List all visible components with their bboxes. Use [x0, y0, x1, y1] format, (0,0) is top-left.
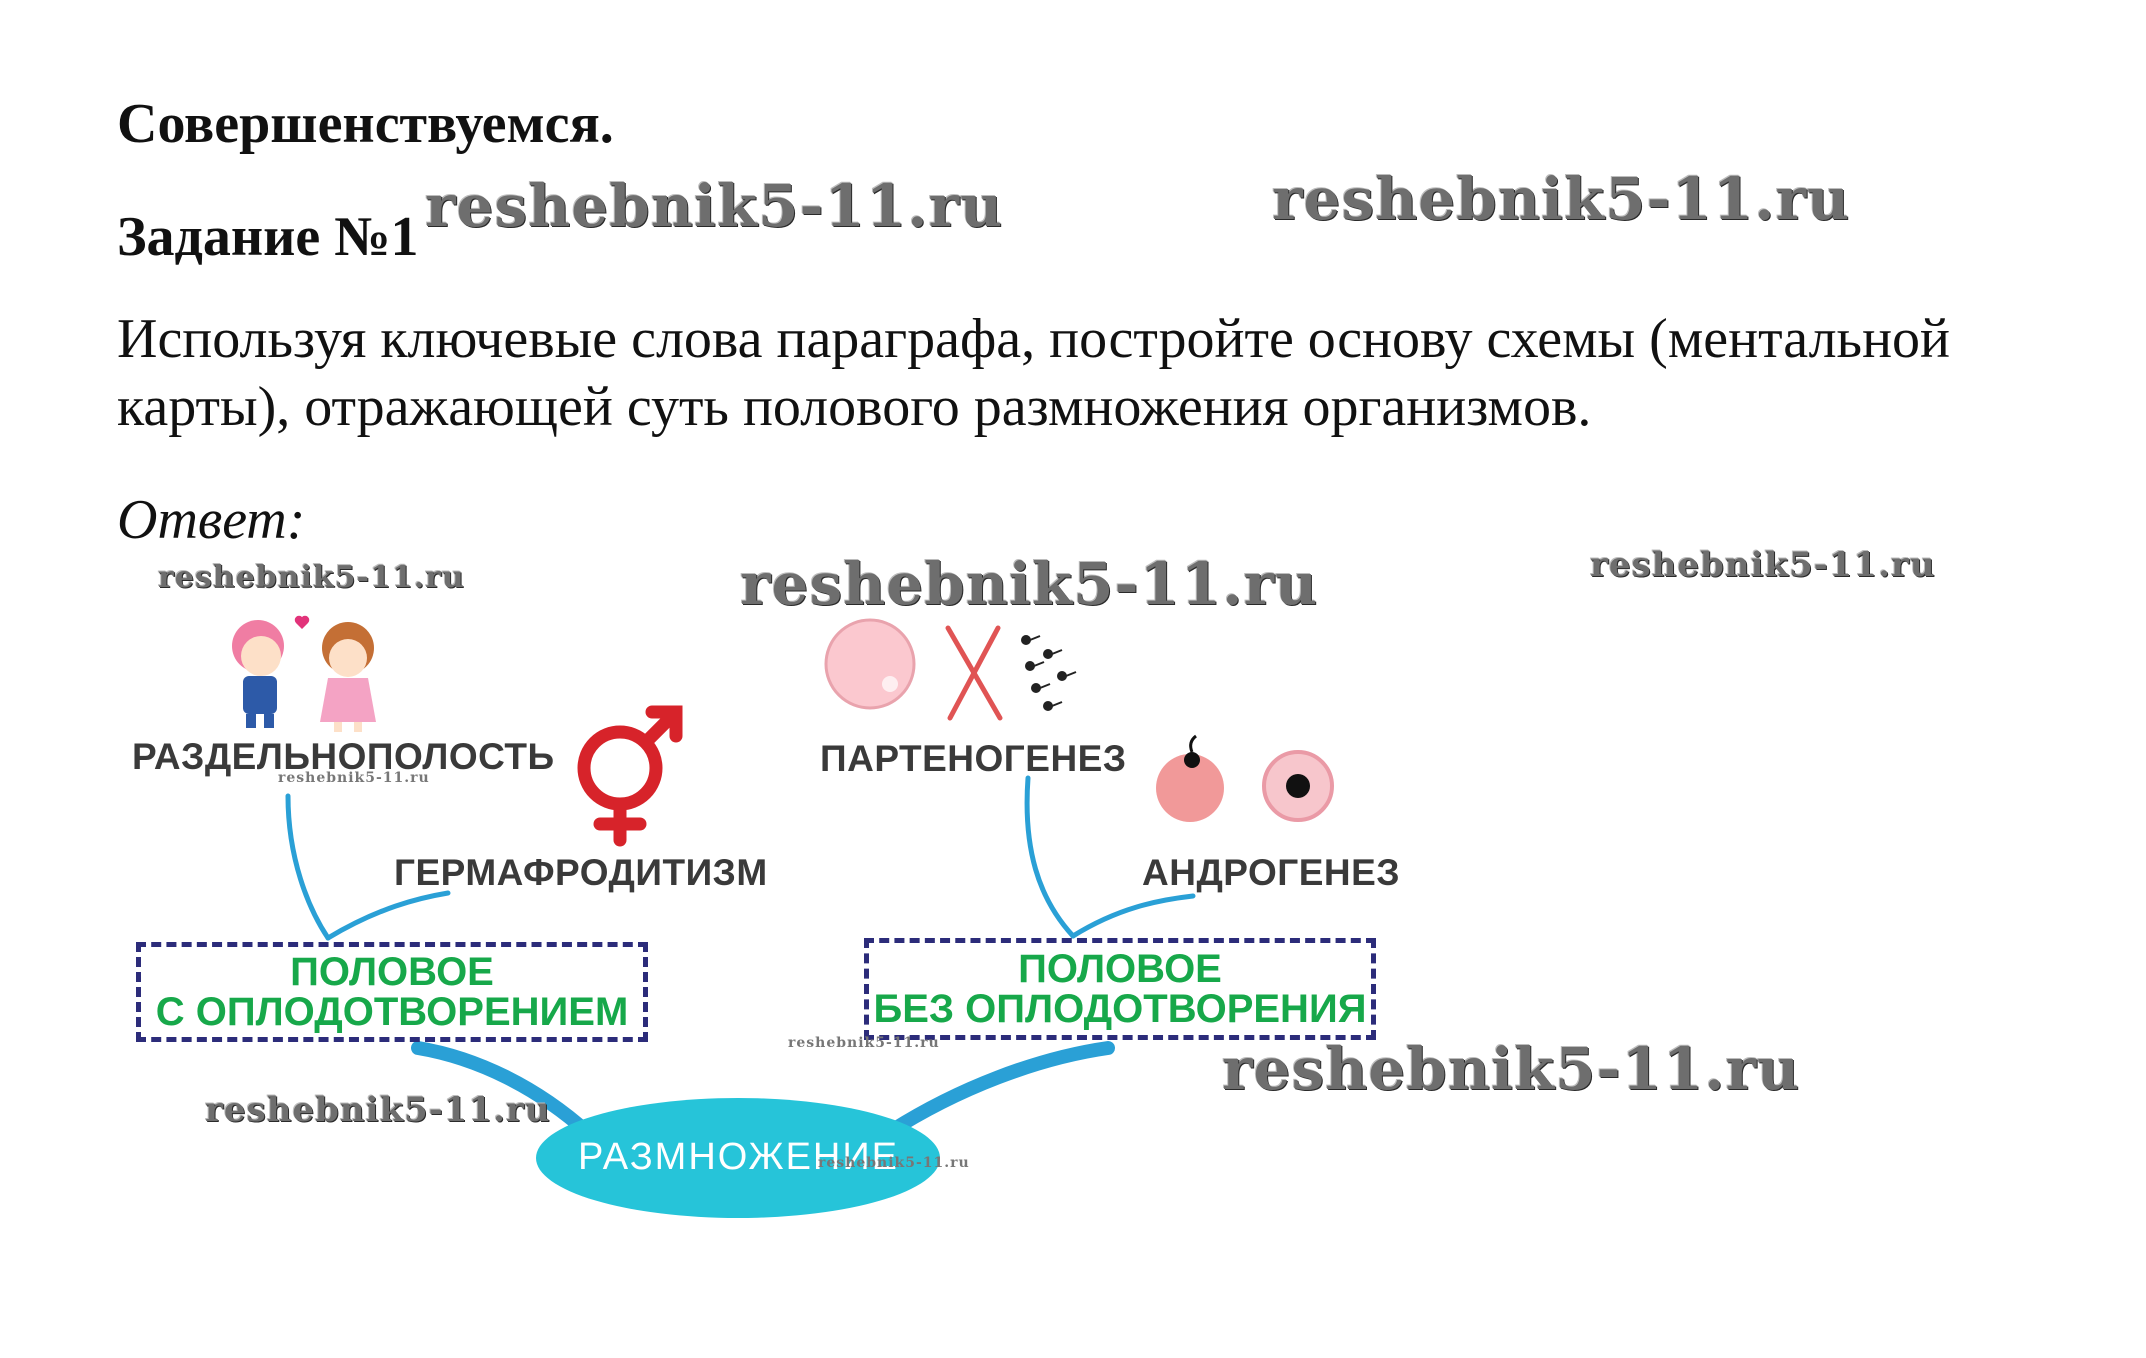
- box-without-fertilization: ПОЛОВОЕ БЕЗ ОПЛОДОТВОРЕНИЯ: [864, 938, 1376, 1040]
- watermark: reshebnik5-11.ru: [740, 550, 1319, 618]
- hermaphrodite-symbol-icon: [577, 705, 683, 847]
- egg-cell-icon: [824, 618, 916, 710]
- couple-icon: [232, 615, 376, 732]
- term-androgenesis: АНДРОГЕНЕЗ: [1142, 852, 1401, 893]
- sperm-egg-icon: [1156, 734, 1224, 822]
- mind-map: РАЗДЕЛЬНОПОЛОСТЬ ГЕРМАФРОДИТИЗМ ПАРТЕНОГ…: [118, 588, 1405, 1256]
- branch-right-main: [881, 1041, 1115, 1140]
- task-text: Используя ключевые слова параграфа, пост…: [117, 308, 1951, 438]
- answer-label: Ответ:: [117, 489, 306, 551]
- task-title: Задание №1: [117, 206, 419, 268]
- watermark: reshebnik5-11.ru: [205, 1090, 551, 1130]
- branch-left-main: [411, 1041, 595, 1140]
- watermark: reshebnik5-11.ru: [1222, 1035, 1801, 1103]
- watermark: reshebnik5-11.ru: [788, 1035, 940, 1051]
- box-without-fertilization-line2: БЕЗ ОПЛОДОТВОРЕНИЯ: [873, 987, 1367, 1031]
- branch-left-top: [285, 793, 331, 941]
- mind-map-graphics: [232, 615, 1334, 1218]
- egg-nucleus-icon: [1262, 750, 1334, 822]
- sperm-icon: [1021, 635, 1077, 711]
- watermark: reshebnik5-11.ru: [1590, 545, 1936, 585]
- branch-left-side: [325, 890, 451, 941]
- cross-icon: [945, 625, 1003, 721]
- branch-lines: [285, 775, 1196, 1140]
- center-label: РАЗМНОЖЕНИЕ: [578, 1136, 900, 1178]
- box-with-fertilization-line1: ПОЛОВОЕ: [290, 950, 494, 994]
- watermark: reshebnik5-11.ru: [278, 770, 430, 786]
- watermark: reshebnik5-11.ru: [1272, 165, 1851, 233]
- center-ellipse: [536, 1098, 940, 1218]
- term-separate-sexes: РАЗДЕЛЬНОПОЛОСТЬ: [132, 736, 555, 777]
- page-heading: Совершенствуемся.: [117, 93, 614, 155]
- branch-right-top: [1024, 775, 1076, 939]
- watermark: reshebnik5-11.ru: [158, 560, 465, 595]
- box-with-fertilization-line2: С ОПЛОДОТВОРЕНИЕМ: [155, 990, 629, 1034]
- watermark: reshebnik5-11.ru: [818, 1155, 970, 1171]
- box-without-fertilization-line1: ПОЛОВОЕ: [1018, 947, 1222, 991]
- box-with-fertilization: ПОЛОВОЕ С ОПЛОДОТВОРЕНИЕМ: [136, 942, 648, 1042]
- term-hermaphroditism: ГЕРМАФРОДИТИЗМ: [394, 852, 768, 893]
- term-parthenogenesis: ПАРТЕНОГЕНЕЗ: [820, 738, 1127, 779]
- watermark: reshebnik5-11.ru: [425, 172, 1004, 240]
- branch-right-side: [1070, 893, 1196, 939]
